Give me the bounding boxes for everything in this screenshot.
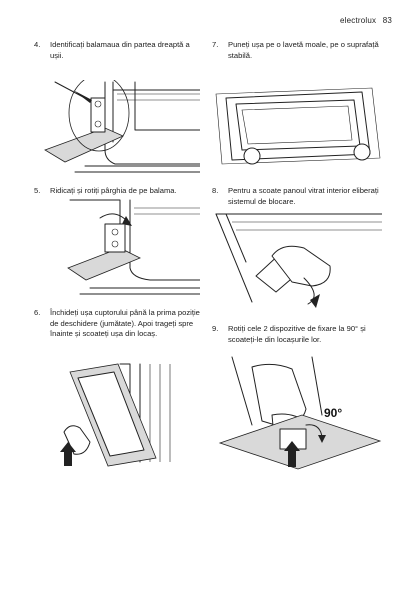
figure-door-on-cloth <box>212 84 382 166</box>
figure-lift-lever <box>60 198 200 298</box>
figure-hinge-location <box>35 80 200 175</box>
step-text: Rotiți cele 2 dispozitive de fixare la 9… <box>228 324 366 344</box>
figure-release-lock <box>212 212 382 308</box>
figure-remove-door <box>60 362 180 470</box>
page-number: 83 <box>382 16 392 25</box>
figure-rotate-fixings: 90° <box>212 355 384 470</box>
step-number: 7. <box>212 40 219 49</box>
brand-name: electrolux <box>340 16 377 25</box>
step-text: Identificați balamaua din partea dreaptă… <box>50 40 190 60</box>
step-number: 5. <box>34 186 41 195</box>
rotation-angle-label: 90° <box>324 406 342 420</box>
step-text: Pentru a scoate panoul vitrat interior e… <box>228 186 379 206</box>
step-number: 8. <box>212 186 219 195</box>
step-text: Puneți ușa pe o lavetă moale, pe o supra… <box>228 40 379 60</box>
page-header: electrolux 83 <box>340 16 392 25</box>
step-number: 9. <box>212 324 219 333</box>
step-number: 4. <box>34 40 41 49</box>
step-number: 6. <box>34 308 41 317</box>
step-text: Închideți ușa cuptorului până la prima p… <box>50 308 200 339</box>
step-text: Ridicați și rotiți pârghia de pe balama. <box>50 186 177 195</box>
